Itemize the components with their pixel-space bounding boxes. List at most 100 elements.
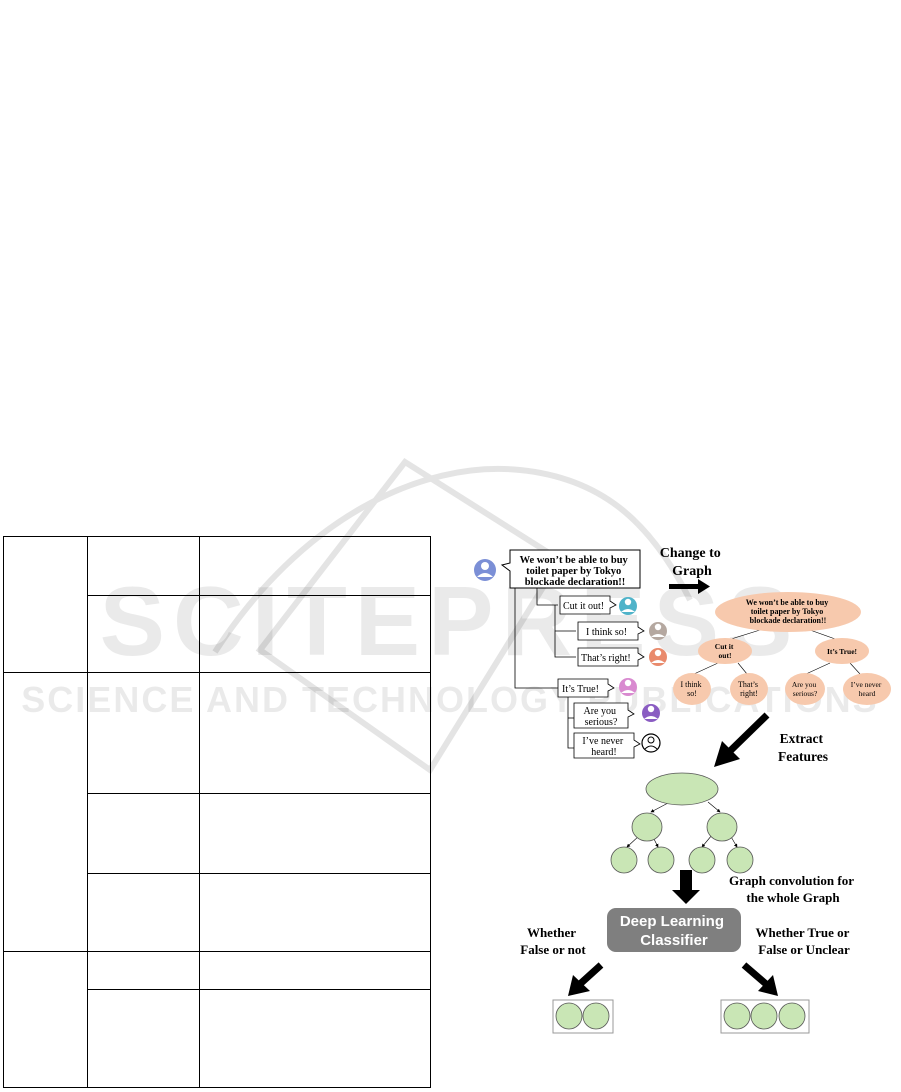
reply-serious-text-2: serious?: [585, 717, 618, 728]
whether-false-text-2: False or not: [520, 942, 586, 957]
table-row: [4, 872, 431, 952]
table-cell: [3, 950, 88, 1089]
right-output-arrow-icon: [741, 962, 778, 996]
graph-root-text-2: toilet paper by Tokyo: [751, 607, 824, 616]
reply-thread: We won’t be able to buy toilet paper by …: [474, 549, 667, 759]
graph-serious-text-2: serious?: [793, 689, 818, 698]
reply-cut-it-out: Cut it out!: [559, 595, 637, 615]
graph-cut-text-1: Cut it: [715, 642, 734, 651]
table-row: [3, 672, 431, 952]
ternary-output-vector: [720, 999, 810, 1034]
feature-graph: [610, 772, 754, 874]
extract-text-2: Features: [778, 749, 828, 764]
ternary-task-label: Whether True or False or Unclear: [756, 925, 853, 957]
graph-convolution-label: Graph convolution for the whole Graph: [729, 873, 857, 905]
table-cell: [199, 950, 431, 990]
graph-think-text-1: I think: [680, 680, 701, 689]
svg-text:Are you serious?: Are you serious?: [584, 706, 619, 728]
data-table: [3, 535, 431, 1089]
classifier-text-1: Deep Learning: [620, 913, 724, 930]
graph-root-node: [715, 592, 861, 632]
avatar: [641, 733, 661, 753]
graph-node-never: [843, 673, 891, 705]
feature-node: [726, 846, 754, 874]
table-cell: [87, 535, 200, 597]
right-arrow-icon: [669, 579, 710, 594]
reply-never-text-2: heard!: [591, 747, 617, 758]
table-row: [3, 535, 431, 674]
svg-text:I’ve never heard: I’ve never heard: [851, 680, 883, 698]
reply-i-think-so: I think so!: [577, 621, 667, 641]
table-cell: [3, 672, 88, 952]
graph-node-think: [673, 673, 711, 705]
table-cell: [87, 672, 200, 795]
table-cell: [199, 672, 431, 795]
graph-node-cut: [698, 638, 752, 664]
table-cell: [87, 988, 200, 1089]
feature-node: [631, 812, 663, 842]
reply-are-you-serious: Are you serious?: [573, 702, 660, 729]
reply-serious-text-1: Are you: [584, 706, 617, 717]
whether-true-text-2: False or Unclear: [758, 942, 850, 957]
svg-text:Cut it out!: Cut it out!: [715, 642, 735, 660]
table-cell: [87, 872, 200, 952]
svg-text:That’s right!: That’s right!: [738, 680, 760, 698]
graph-serious-text-1: Are you: [792, 680, 817, 689]
binary-output-vector: [552, 999, 614, 1034]
whether-false-text-1: Whether: [527, 925, 576, 940]
extract-features-arrow-icon: [714, 712, 770, 767]
graph-never-text-1: I’ve never: [851, 680, 882, 689]
graph-node-right: [730, 673, 768, 705]
table-cell: [87, 793, 200, 874]
svg-text:Change to Graph: Change to Graph: [660, 546, 725, 579]
avatar: [619, 597, 637, 615]
root-text-3: blockade declaration!!: [525, 577, 626, 588]
table-cell: [87, 595, 200, 674]
feature-node: [647, 846, 675, 874]
table-row: [4, 988, 431, 1089]
graph-conv-text-1: Graph convolution for: [729, 873, 854, 888]
graph-right-text-1: That’s: [738, 680, 758, 689]
reply-its-true: It’s True!: [557, 678, 637, 698]
graph-conv-text-2: the whole Graph: [746, 890, 840, 905]
feature-node: [645, 772, 719, 806]
left-output-arrow-icon: [568, 962, 604, 996]
graph-node-true: [815, 638, 869, 664]
graph-root-text-1: We won’t be able to buy: [746, 598, 828, 607]
svg-text:We won’t be able to buy: We won’t be able to buy toilet paper by …: [746, 598, 830, 625]
root-text-2: toilet paper by Tokyo: [526, 566, 621, 577]
table-cell: [199, 988, 431, 1089]
root-bubble: We won’t be able to buy toilet paper by …: [500, 549, 641, 589]
svg-text:Deep Learning Classifier: Deep Learning Classifier: [620, 913, 728, 949]
table-cell: [87, 950, 200, 990]
change-graph-text-1: Change to: [660, 546, 721, 561]
table-row: [3, 950, 431, 1089]
down-arrow-icon: [672, 870, 700, 904]
table-cell: [199, 872, 431, 952]
feature-node: [688, 846, 716, 874]
graph-cut-text-2: out!: [719, 651, 732, 660]
table-cell: [199, 595, 431, 674]
deep-learning-classifier: Deep Learning Classifier: [607, 908, 741, 952]
graph-root-text-3: blockade declaration!!: [750, 616, 827, 625]
feature-node: [610, 846, 638, 874]
table-row: [4, 595, 431, 674]
avatar: [642, 704, 660, 722]
binary-task-label: Whether False or not: [520, 925, 586, 957]
avatar: [474, 559, 496, 581]
svg-text:I think so!: I think so!: [680, 680, 703, 698]
avatar: [649, 648, 667, 666]
pipeline-figure: We won’t be able to buy toilet paper by …: [474, 546, 891, 1034]
reply-right-text: That’s right!: [581, 653, 631, 664]
conversation-graph: We won’t be able to buy toilet paper by …: [673, 592, 891, 705]
graph-right-text-2: right!: [740, 689, 758, 698]
reply-ive-never-heard: I’ve never heard!: [573, 732, 661, 759]
svg-text:We won’t be able to buy: We won’t be able to buy toilet paper by …: [520, 555, 631, 588]
extract-features-label: Extract Features: [778, 731, 828, 764]
root-text-1: We won’t be able to buy: [520, 555, 629, 566]
change-graph-text-2: Graph: [672, 564, 712, 579]
table-cell: [199, 793, 431, 874]
graph-think-text-2: so!: [687, 689, 697, 698]
extract-text-1: Extract: [780, 731, 824, 746]
reply-true-text: It’s True!: [562, 684, 599, 695]
